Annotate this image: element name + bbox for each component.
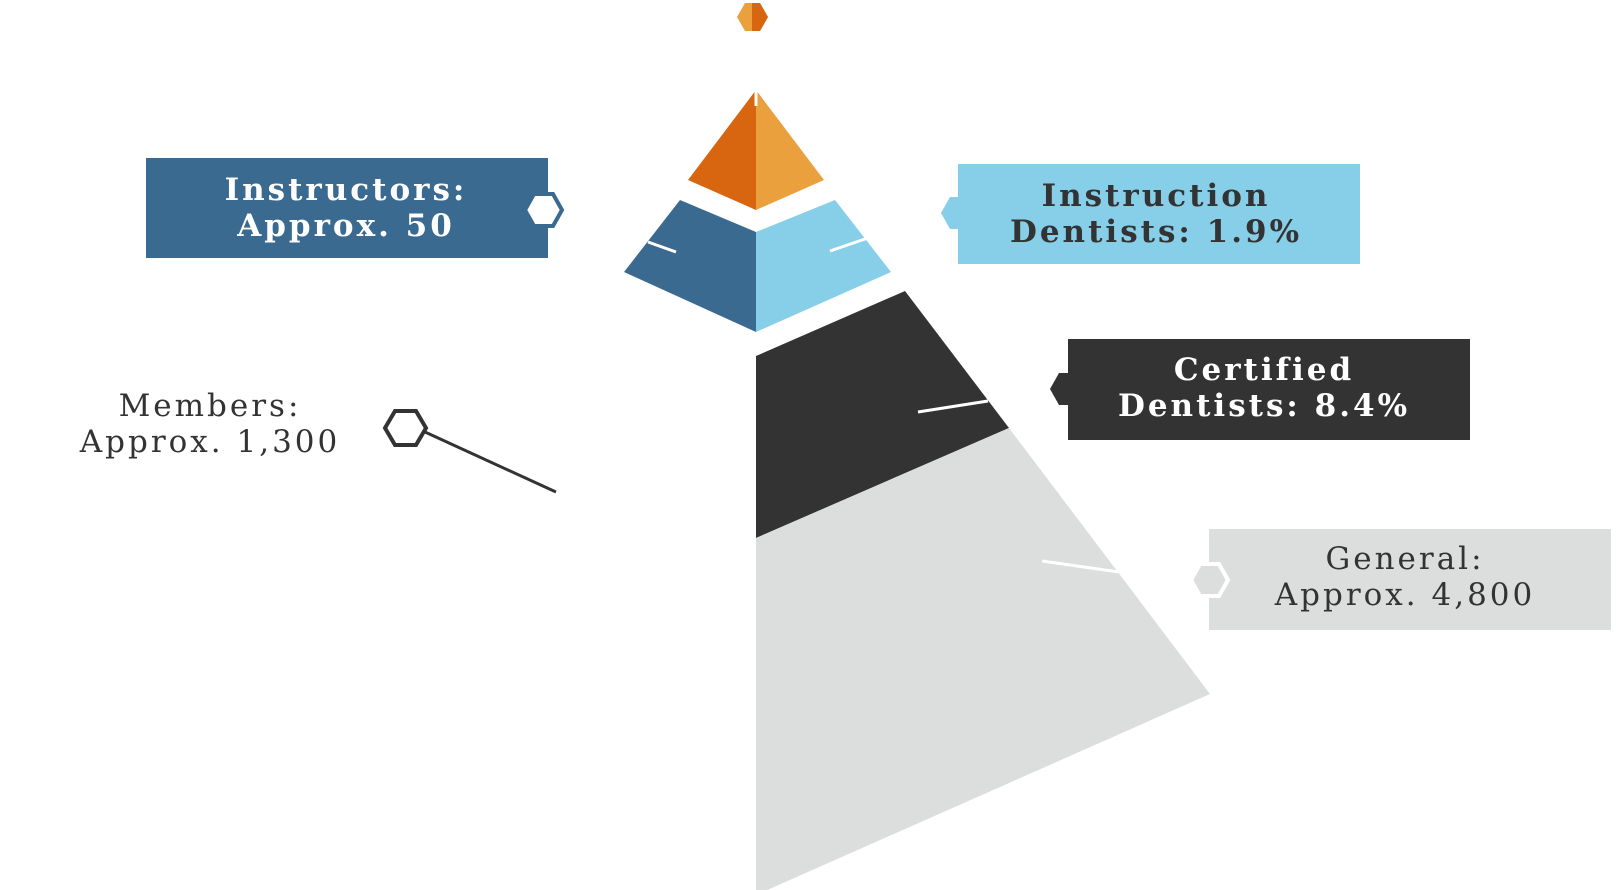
blue-tier-left <box>624 200 756 332</box>
instruction-box-bg <box>958 164 1360 264</box>
instruction-dentists-label: Instruction Dentists: 1.9% <box>956 164 1356 264</box>
members-label-line1: Members: <box>118 388 302 424</box>
blue-tier-left-tick <box>647 240 677 254</box>
general-tier-tick <box>1041 559 1120 574</box>
members-label: Members: Approx. 1,300 <box>60 388 360 460</box>
general-label-line2: Approx. 4,800 <box>1274 577 1536 613</box>
general-tier <box>756 428 1210 890</box>
instructors-label-line2: Approx. 50 <box>237 208 455 244</box>
instruction-dentists-label-line1: Instruction <box>1041 178 1271 214</box>
instruction-hexagon-icon <box>941 197 978 229</box>
blue-tier-right-tick <box>829 236 869 253</box>
general-box-bg <box>1209 529 1611 630</box>
instruction-dentists-label-line2: Dentists: 1.9% <box>1009 214 1303 250</box>
certified-box-bg <box>1068 339 1470 440</box>
members-connector-line <box>424 430 557 494</box>
blue-tier-right <box>756 200 891 332</box>
instructors-box-bg <box>146 158 548 258</box>
general-label: General: Approx. 4,800 <box>1205 527 1605 627</box>
top-hexagon-shade <box>752 3 768 31</box>
instructors-label-line1: Instructors: <box>224 172 468 208</box>
instructors-hexagon-icon <box>522 192 565 228</box>
instructors-label: Instructors: Approx. 50 <box>146 158 546 258</box>
apex-tier-right <box>756 90 824 210</box>
certified-tier <box>756 291 1009 538</box>
certified-tier-tick <box>917 399 989 414</box>
general-hexagon-icon <box>1188 562 1231 598</box>
members-label-line2: Approx. 1,300 <box>79 424 341 460</box>
certified-dentists-label: Certified Dentists: 8.4% <box>1064 338 1464 438</box>
apex-tier-left <box>688 90 756 210</box>
members-hexagon-icon <box>382 409 429 447</box>
general-label-line1: General: <box>1325 541 1485 577</box>
certified-hexagon-icon <box>1050 373 1087 405</box>
certified-dentists-label-line1: Certified <box>1173 352 1355 388</box>
certified-dentists-label-line2: Dentists: 8.4% <box>1117 388 1411 424</box>
